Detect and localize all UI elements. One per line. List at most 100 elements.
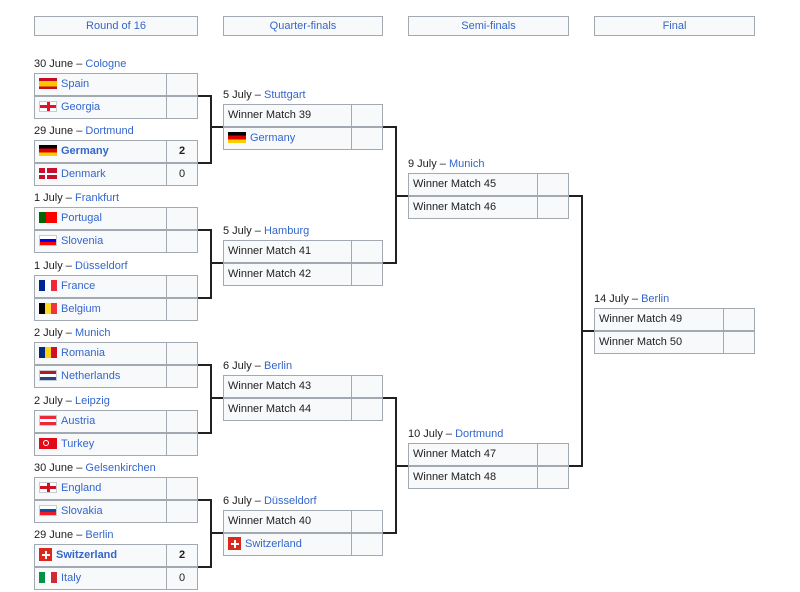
france-flag-icon <box>39 280 57 291</box>
round-header-semi-finals[interactable]: Semi-finals <box>408 16 569 36</box>
bracket-connector <box>198 162 211 164</box>
team-link[interactable]: Belgium <box>35 299 167 320</box>
team-link[interactable]: Austria <box>35 411 167 432</box>
team-link[interactable]: Netherlands <box>35 366 167 387</box>
round-header-final[interactable]: Final <box>594 16 755 36</box>
venue-link[interactable]: Leipzig <box>74 395 110 407</box>
venue-link[interactable]: Cologne <box>85 58 127 70</box>
score <box>167 366 197 387</box>
team-link[interactable]: Georgia <box>35 97 167 118</box>
venue-link[interactable]: Berlin <box>641 293 670 305</box>
score <box>352 241 382 262</box>
score: 2 <box>178 549 186 561</box>
team-row: Romania <box>34 342 198 365</box>
team-name: Winner Match 41 <box>228 245 312 257</box>
team-link[interactable]: Italy <box>35 568 167 589</box>
portugal-flag-icon <box>39 212 57 223</box>
team-placeholder: Winner Match 40 <box>224 511 352 532</box>
team-link[interactable]: Slovakia <box>35 501 167 522</box>
venue-link[interactable]: Dortmund <box>85 125 134 137</box>
denmark-flag-icon <box>39 168 57 179</box>
team-row: Winner Match 41 <box>223 240 383 263</box>
venue-link[interactable]: Munich <box>448 158 485 170</box>
team-name[interactable]: Portugal <box>61 212 102 224</box>
team-name[interactable]: Romania <box>61 347 106 359</box>
bracket-connector <box>383 262 396 264</box>
switzerland-flag-icon <box>228 537 241 550</box>
team-row: Switzerland <box>223 533 383 556</box>
venue-link[interactable]: Frankfurt <box>74 192 119 204</box>
team-row: Winner Match 46 <box>408 196 569 219</box>
team-link[interactable]: Switzerland <box>35 545 167 566</box>
date-venue-separator: – <box>62 327 75 339</box>
score <box>167 74 197 95</box>
team-name[interactable]: Italy <box>61 572 82 584</box>
team-link[interactable]: Turkey <box>35 434 167 455</box>
team-link[interactable]: Germany <box>35 141 167 162</box>
venue-link[interactable]: Hamburg <box>263 225 310 237</box>
team-name[interactable]: France <box>61 280 96 292</box>
team-name[interactable]: Belgium <box>61 303 101 315</box>
team-name[interactable]: Germany <box>61 145 109 157</box>
venue-link[interactable]: Dortmund <box>455 428 504 440</box>
venue-link[interactable]: Berlin <box>263 360 293 372</box>
match-label: 2 July – Leipzig <box>34 394 110 408</box>
match-date: 2 July <box>34 327 63 339</box>
round-header-quarter-finals[interactable]: Quarter-finals <box>223 16 383 36</box>
turkey-flag-icon <box>39 438 57 449</box>
team-link[interactable]: Denmark <box>35 164 167 185</box>
score: 2 <box>178 145 186 157</box>
team-name[interactable]: Netherlands <box>61 370 121 382</box>
match-label: 10 July – Dortmund <box>408 427 503 441</box>
date-venue-separator: – <box>628 293 642 305</box>
team-link[interactable]: England <box>35 478 167 499</box>
team-row: Winner Match 48 <box>408 466 569 489</box>
team-name[interactable]: Austria <box>61 415 96 427</box>
team-name[interactable]: Spain <box>61 78 90 90</box>
bracket-connector <box>569 195 582 197</box>
team-name: Winner Match 43 <box>228 380 312 392</box>
team-link[interactable]: France <box>35 276 167 297</box>
score: 0 <box>178 168 186 180</box>
switzerland-flag-icon <box>39 548 52 561</box>
venue-link[interactable]: Berlin <box>85 529 114 541</box>
venue-link[interactable]: Gelsenkirchen <box>85 462 156 474</box>
date-venue-separator: – <box>62 192 75 204</box>
venue-link[interactable]: Düsseldorf <box>74 260 128 272</box>
team-name[interactable]: Turkey <box>61 438 95 450</box>
team-link[interactable]: Slovenia <box>35 231 167 252</box>
venue-link[interactable]: Stuttgart <box>263 89 306 101</box>
team-name[interactable]: Slovenia <box>61 235 104 247</box>
round-header-round-of-16[interactable]: Round of 16 <box>34 16 198 36</box>
team-link[interactable]: Romania <box>35 343 167 364</box>
italy-flag-icon <box>39 572 57 583</box>
match-date: 10 July <box>408 428 443 440</box>
team-link[interactable]: Germany <box>224 128 352 149</box>
team-name: Winner Match 47 <box>413 448 497 460</box>
match-date: 9 July <box>408 158 437 170</box>
team-row: Winner Match 44 <box>223 398 383 421</box>
bracket-connector <box>210 229 212 299</box>
team-row: Winner Match 39 <box>223 104 383 127</box>
team-row: Turkey <box>34 433 198 456</box>
venue-link[interactable]: Düsseldorf <box>263 495 317 507</box>
bracket-connector <box>211 397 223 399</box>
venue-link[interactable]: Munich <box>74 327 111 339</box>
team-name[interactable]: Georgia <box>61 101 101 113</box>
team-name[interactable]: Slovakia <box>61 505 103 517</box>
date-venue-separator: – <box>73 462 86 474</box>
team-name[interactable]: Denmark <box>61 168 106 180</box>
team-link[interactable]: Spain <box>35 74 167 95</box>
team-name[interactable]: Switzerland <box>245 538 302 550</box>
team-link[interactable]: Portugal <box>35 208 167 229</box>
bracket-connector <box>383 532 396 534</box>
belgium-flag-icon <box>39 303 57 314</box>
team-link[interactable]: Switzerland <box>224 534 352 555</box>
team-name[interactable]: Switzerland <box>56 549 118 561</box>
team-name[interactable]: England <box>61 482 102 494</box>
germany-flag-icon <box>39 145 57 156</box>
team-placeholder: Winner Match 47 <box>409 444 538 465</box>
team-name[interactable]: Germany <box>250 132 296 144</box>
slovakia-flag-icon <box>39 505 57 516</box>
